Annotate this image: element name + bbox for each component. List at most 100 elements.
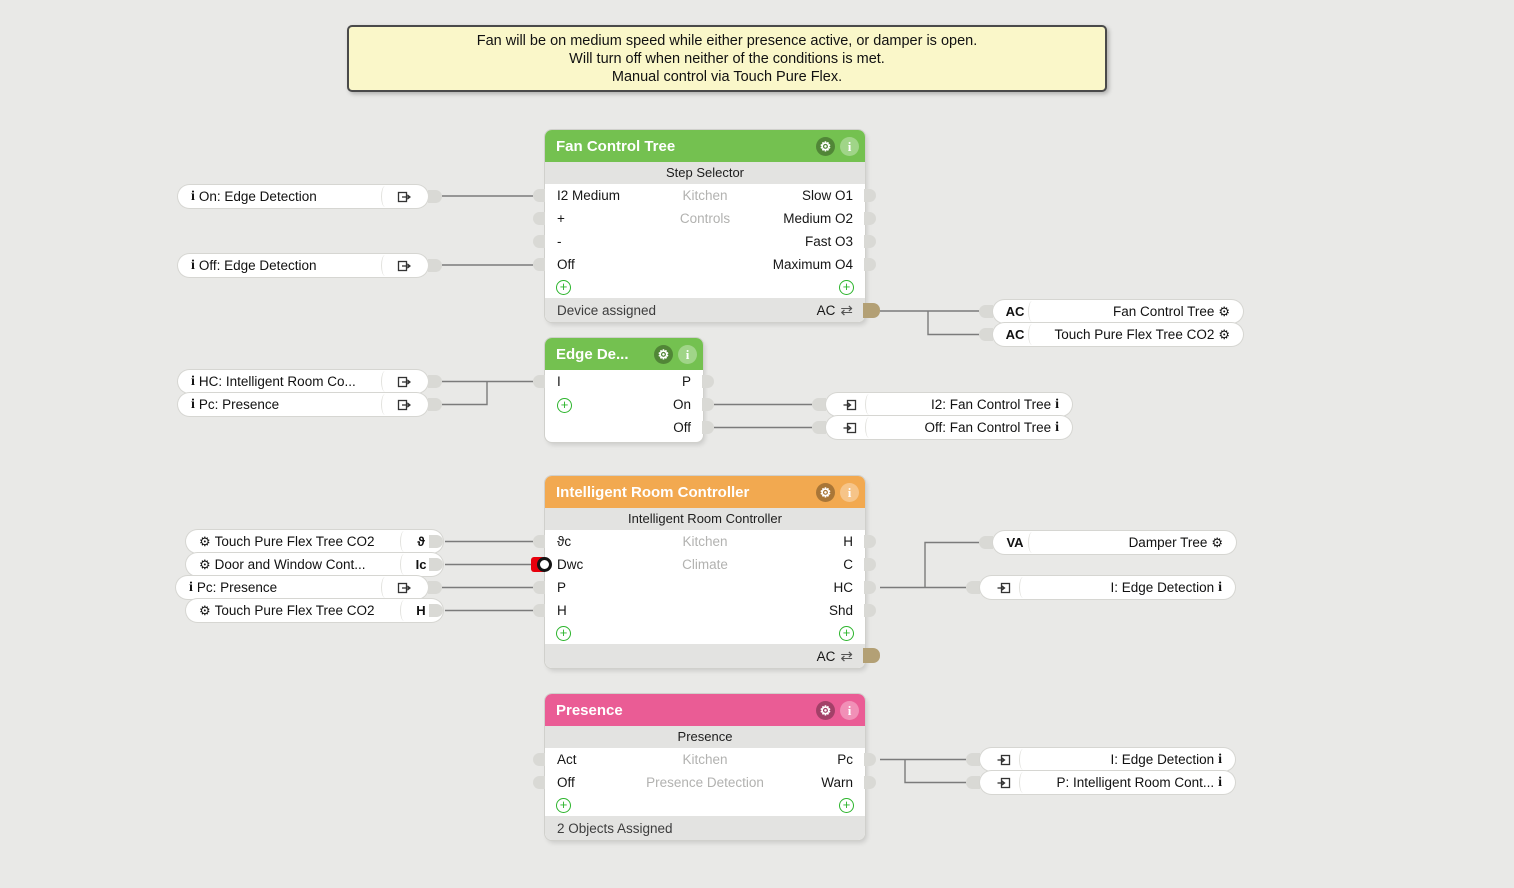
note-line: Manual control via Touch Pure Flex.	[611, 68, 843, 85]
ref-connector[interactable]	[812, 421, 826, 434]
input-connector[interactable]	[533, 212, 545, 225]
ref-connector[interactable]	[428, 190, 442, 203]
ref-va-damper-tree[interactable]: VA Damper Tree	[993, 531, 1236, 554]
input-ref-icon	[835, 421, 865, 435]
input-connector[interactable]	[533, 258, 545, 271]
ref-touch-pure-flex-tree-co2-temp[interactable]: Touch Pure Flex Tree CO2 ϑ	[186, 530, 443, 553]
note-box[interactable]: Fan will be on medium speed while either…	[347, 25, 1107, 92]
output-connector[interactable]	[864, 558, 876, 571]
ref-connector[interactable]	[428, 398, 442, 411]
gear-icon	[195, 603, 215, 618]
ref-connector[interactable]	[429, 604, 443, 617]
output-connector[interactable]	[864, 535, 876, 548]
ref-off-edge-detection[interactable]: i Off: Edge Detection	[178, 254, 428, 277]
ref-connector[interactable]	[428, 375, 442, 388]
ref-label: Off: Edge Detection	[198, 258, 317, 273]
input-ref-icon	[835, 398, 865, 412]
add-output-button[interactable]	[839, 797, 854, 813]
block-edge-detection[interactable]: Edge De... IP On Off	[545, 338, 703, 442]
add-output-button[interactable]	[839, 625, 854, 641]
info-icon[interactable]	[840, 136, 859, 156]
add-input-button[interactable]	[556, 797, 571, 813]
output-label: P	[681, 374, 691, 389]
ref-label: Pc: Presence	[196, 580, 278, 595]
ref-pc-presence[interactable]: i Pc: Presence	[178, 393, 428, 416]
info-icon: i	[1218, 751, 1222, 767]
output-label: HC	[833, 580, 854, 595]
input-connector[interactable]	[533, 581, 545, 594]
info-icon[interactable]	[840, 482, 859, 502]
output-connector[interactable]	[864, 212, 876, 225]
ref-on-edge-detection[interactable]: i On: Edge Detection	[178, 185, 428, 208]
info-icon: i	[1055, 396, 1059, 412]
ref-connector[interactable]	[428, 581, 442, 594]
input-connector[interactable]	[533, 235, 545, 248]
output-connector[interactable]	[864, 776, 876, 789]
ref-i2-fan-control-tree[interactable]: I2: Fan Control Tree i	[826, 393, 1072, 416]
info-icon: i	[191, 373, 195, 389]
ref-touch-pure-flex-tree-co2-h[interactable]: Touch Pure Flex Tree CO2 H	[186, 599, 443, 622]
ref-pc-presence-2[interactable]: i Pc: Presence	[176, 576, 428, 599]
add-input-button[interactable]	[556, 625, 571, 641]
ref-p-intelligent-room-controller[interactable]: P: Intelligent Room Cont... i	[980, 771, 1235, 794]
output-connector[interactable]	[864, 753, 876, 766]
ref-connector[interactable]	[966, 581, 980, 594]
ref-door-and-window-controller[interactable]: Door and Window Cont... Ic	[186, 553, 443, 576]
output-label: Medium O2	[783, 211, 853, 226]
output-connector[interactable]	[702, 398, 714, 411]
input-connector[interactable]	[533, 535, 545, 548]
ref-hc-intelligent-room-controller[interactable]: i HC: Intelligent Room Co...	[178, 370, 428, 393]
output-connector[interactable]	[702, 421, 714, 434]
ref-connector[interactable]	[979, 328, 993, 341]
ref-off-fan-control-tree[interactable]: Off: Fan Control Tree i	[826, 416, 1072, 439]
objects-assigned-label: 2 Objects Assigned	[557, 820, 673, 836]
ref-label: I2: Fan Control Tree	[931, 397, 1052, 412]
ref-label: HC: Intelligent Room Co...	[198, 374, 356, 389]
ac-connector[interactable]	[863, 303, 880, 318]
block-fan-control-tree[interactable]: Fan Control Tree Step Selector I2 Medium…	[545, 130, 865, 322]
output-connector[interactable]	[864, 604, 876, 617]
input-connector[interactable]	[533, 189, 545, 202]
ref-connector[interactable]	[428, 259, 442, 272]
ref-connector[interactable]	[429, 535, 443, 548]
output-label: Warn	[821, 775, 853, 790]
input-connector[interactable]	[533, 776, 545, 789]
ref-connector[interactable]	[966, 753, 980, 766]
ref-badge: Ic	[415, 557, 427, 572]
input-connector[interactable]	[533, 753, 545, 766]
info-icon[interactable]	[840, 700, 859, 720]
ref-connector[interactable]	[429, 558, 443, 571]
ref-i-edge-detection[interactable]: I: Edge Detection i	[980, 576, 1235, 599]
output-connector[interactable]	[864, 581, 876, 594]
gear-icon[interactable]	[816, 482, 835, 502]
output-connector[interactable]	[864, 189, 876, 202]
output-connector[interactable]	[702, 375, 714, 388]
ref-connector[interactable]	[979, 536, 993, 549]
block-intelligent-room-controller[interactable]: Intelligent Room Controller Intelligent …	[545, 476, 865, 668]
ac-connector[interactable]	[863, 648, 880, 663]
ref-connector[interactable]	[979, 305, 993, 318]
ref-ac-fan-control-tree[interactable]: AC Fan Control Tree	[993, 300, 1243, 323]
block-subtitle: Intelligent Room Controller	[545, 508, 865, 530]
center-label: Presence Detection	[646, 775, 764, 790]
output-ref-icon	[389, 190, 419, 204]
output-connector[interactable]	[864, 258, 876, 271]
ref-i-edge-detection-2[interactable]: I: Edge Detection i	[980, 748, 1235, 771]
output-connector[interactable]	[864, 235, 876, 248]
gear-icon[interactable]	[654, 344, 673, 364]
ref-ac-touch-pure-flex-tree-co2[interactable]: AC Touch Pure Flex Tree CO2	[993, 323, 1243, 346]
add-input-button[interactable]	[556, 279, 571, 295]
output-ref-icon	[389, 375, 419, 389]
add-output-button[interactable]	[839, 279, 854, 295]
gear-icon[interactable]	[816, 700, 835, 720]
ref-connector[interactable]	[812, 398, 826, 411]
center-label: Kitchen	[682, 752, 728, 767]
info-icon[interactable]	[678, 344, 697, 364]
add-input-button[interactable]	[557, 397, 572, 413]
output-label: Pc	[837, 752, 853, 767]
gear-icon[interactable]	[816, 136, 835, 156]
input-connector[interactable]	[533, 375, 545, 388]
ref-connector[interactable]	[966, 776, 980, 789]
input-connector[interactable]	[533, 604, 545, 617]
